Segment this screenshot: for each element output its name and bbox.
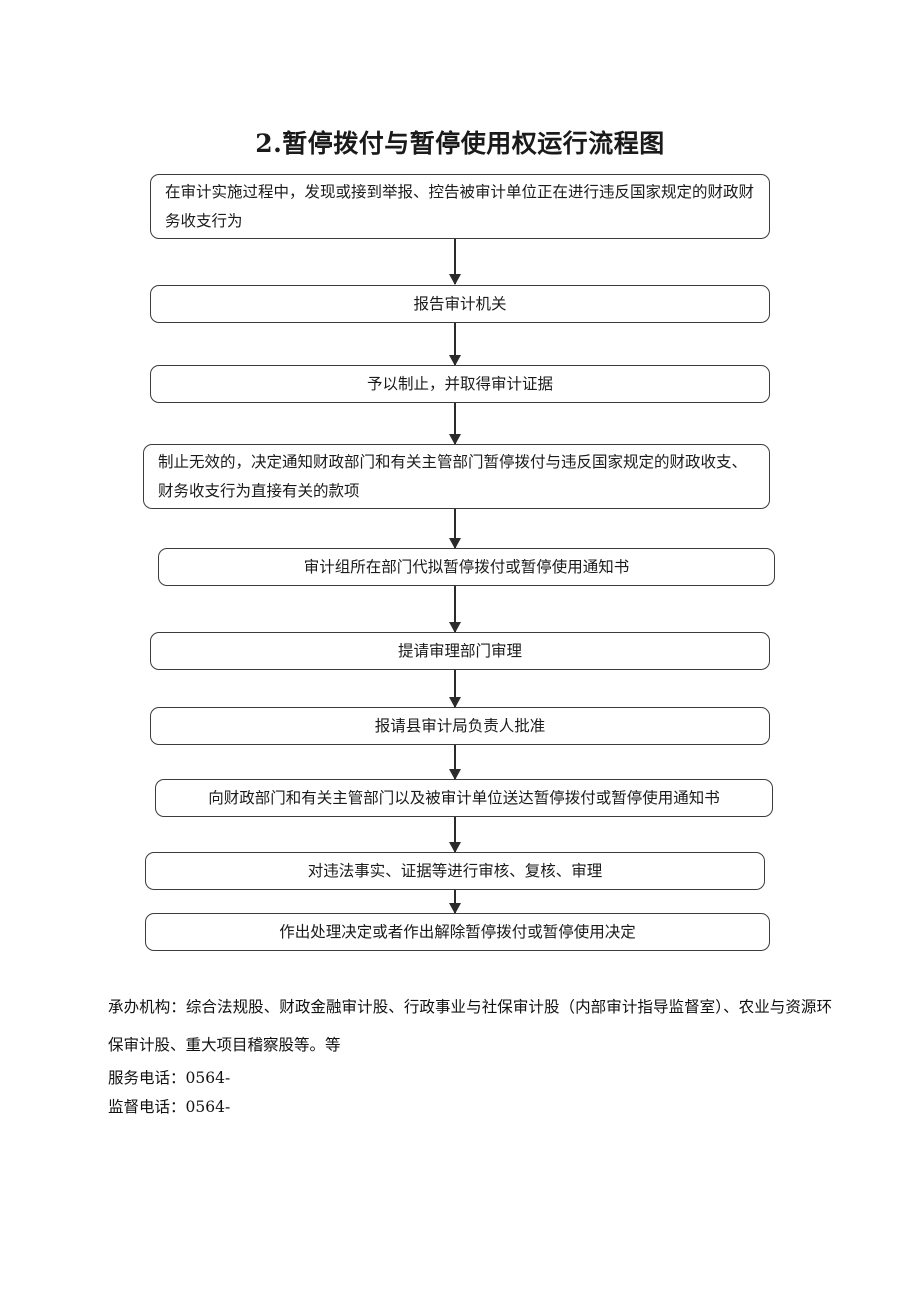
flow-connector-7-8 — [454, 745, 456, 779]
flow-node-step-9: 对违法事实、证据等进行审核、复核、审理 — [145, 852, 765, 890]
flow-node-step-6: 提请审理部门审理 — [150, 632, 770, 670]
flow-node-label: 制止无效的，决定通知财政部门和有关主管部门暂停拨付与违反国家规定的财政收支、财务… — [158, 452, 748, 500]
flow-node-label: 报告审计机关 — [413, 294, 507, 313]
flow-node-step-2: 报告审计机关 — [150, 285, 770, 323]
footer-supervision-tel: 监督电话：0564- — [108, 1098, 231, 1116]
flow-node-step-7: 报请县审计局负责人批准 — [150, 707, 770, 745]
flow-node-step-5: 审计组所在部门代拟暂停拨付或暂停使用通知书 — [158, 548, 775, 586]
footer-service-tel: 服务电话：0564- — [108, 1069, 231, 1087]
flow-node-step-1: 在审计实施过程中，发现或接到举报、控告被审计单位正在进行违反国家规定的财政财务收… — [150, 174, 770, 239]
flow-node-label: 提请审理部门审理 — [397, 641, 522, 660]
flow-node-label: 对违法事实、证据等进行审核、复核、审理 — [307, 861, 603, 880]
flow-node-step-3: 予以制止，并取得审计证据 — [150, 365, 770, 403]
flow-connector-2-3 — [454, 323, 456, 365]
footer-block: 承办机构：综合法规股、财政金融审计股、行政事业与社保审计股（内部审计指导监督室）… — [108, 988, 832, 1122]
flow-node-label: 报请县审计局负责人批准 — [374, 716, 546, 735]
flow-connector-9-10 — [454, 890, 456, 913]
footer-agency-line: 承办机构：综合法规股、财政金融审计股、行政事业与社保审计股（内部审计指导监督室）… — [108, 998, 832, 1054]
flow-node-label: 在审计实施过程中，发现或接到举报、控告被审计单位正在进行违反国家规定的财政财务收… — [165, 182, 755, 230]
flow-connector-1-2 — [454, 239, 456, 284]
flow-node-label: 作出处理决定或者作出解除暂停拨付或暂停使用决定 — [279, 922, 636, 941]
flow-node-label: 审计组所在部门代拟暂停拨付或暂停使用通知书 — [303, 557, 630, 576]
flow-connector-5-6 — [454, 586, 456, 632]
flow-node-label: 向财政部门和有关主管部门以及被审计单位送达暂停拨付或暂停使用通知书 — [208, 788, 720, 807]
flow-connector-8-9 — [454, 817, 456, 852]
flow-connector-4-5 — [454, 509, 456, 548]
flow-node-step-4: 制止无效的，决定通知财政部门和有关主管部门暂停拨付与违反国家规定的财政收支、财务… — [143, 444, 770, 509]
flow-connector-3-4 — [454, 403, 456, 444]
flow-node-label: 予以制止，并取得审计证据 — [366, 374, 553, 393]
page-title: 2.暂停拨付与暂停使用权运行流程图 — [255, 129, 665, 158]
flow-node-step-10: 作出处理决定或者作出解除暂停拨付或暂停使用决定 — [145, 913, 770, 951]
flow-node-step-8: 向财政部门和有关主管部门以及被审计单位送达暂停拨付或暂停使用通知书 — [155, 779, 773, 817]
flow-connector-6-7 — [454, 670, 456, 707]
